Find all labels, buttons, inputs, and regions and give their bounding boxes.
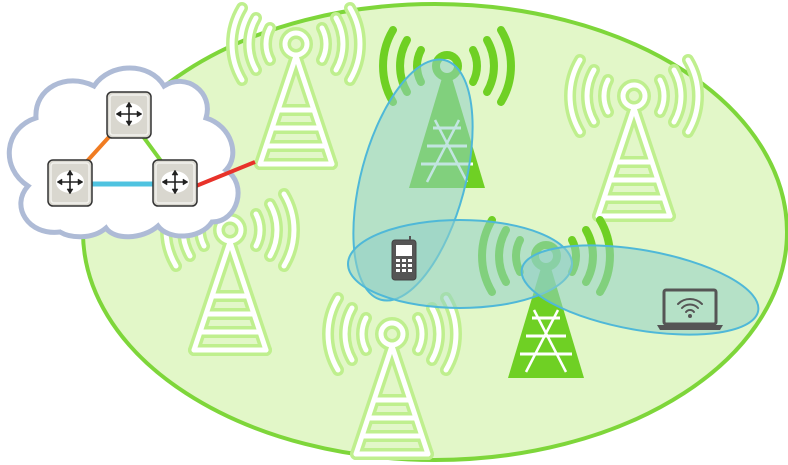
laptop-wifi-icon — [657, 288, 723, 330]
mobile-phone-icon — [391, 236, 417, 281]
beam-group — [347, 58, 760, 336]
router-left — [47, 159, 93, 207]
beam-laptop — [520, 244, 760, 336]
router-top — [106, 91, 152, 139]
link-red — [195, 160, 256, 188]
router-right — [152, 159, 198, 207]
